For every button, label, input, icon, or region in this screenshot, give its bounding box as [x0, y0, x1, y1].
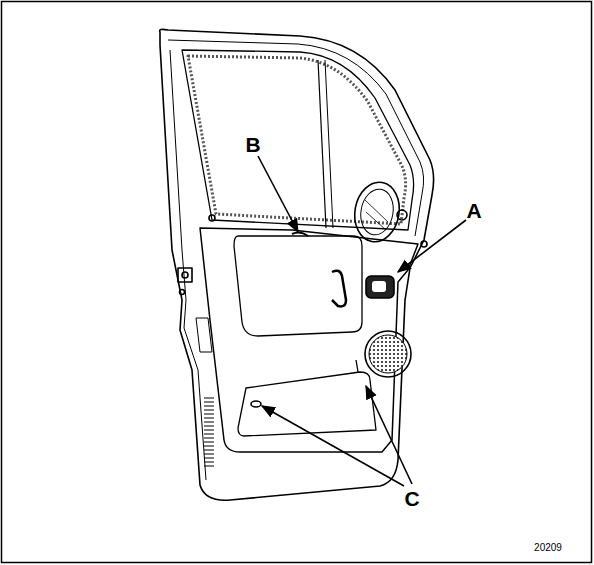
- door-release: [366, 276, 394, 298]
- leader-line: [258, 156, 298, 232]
- trim-panel: [200, 228, 418, 452]
- leader-line: [398, 220, 466, 272]
- callout-letter: C: [404, 488, 419, 509]
- door-pocket: [238, 372, 376, 436]
- speaker-grille: [365, 331, 411, 377]
- leader-line: [366, 386, 412, 484]
- window-opening: [182, 50, 414, 230]
- leader-line: [262, 406, 404, 486]
- callout-letter: B: [245, 134, 260, 155]
- door-handle: [332, 271, 346, 307]
- door-shell: [160, 29, 434, 500]
- callout-letter: A: [466, 200, 481, 221]
- hinge: [178, 268, 192, 282]
- figure-number: 20209: [534, 543, 562, 553]
- mirror: [350, 179, 404, 246]
- upper-inset: [234, 236, 362, 336]
